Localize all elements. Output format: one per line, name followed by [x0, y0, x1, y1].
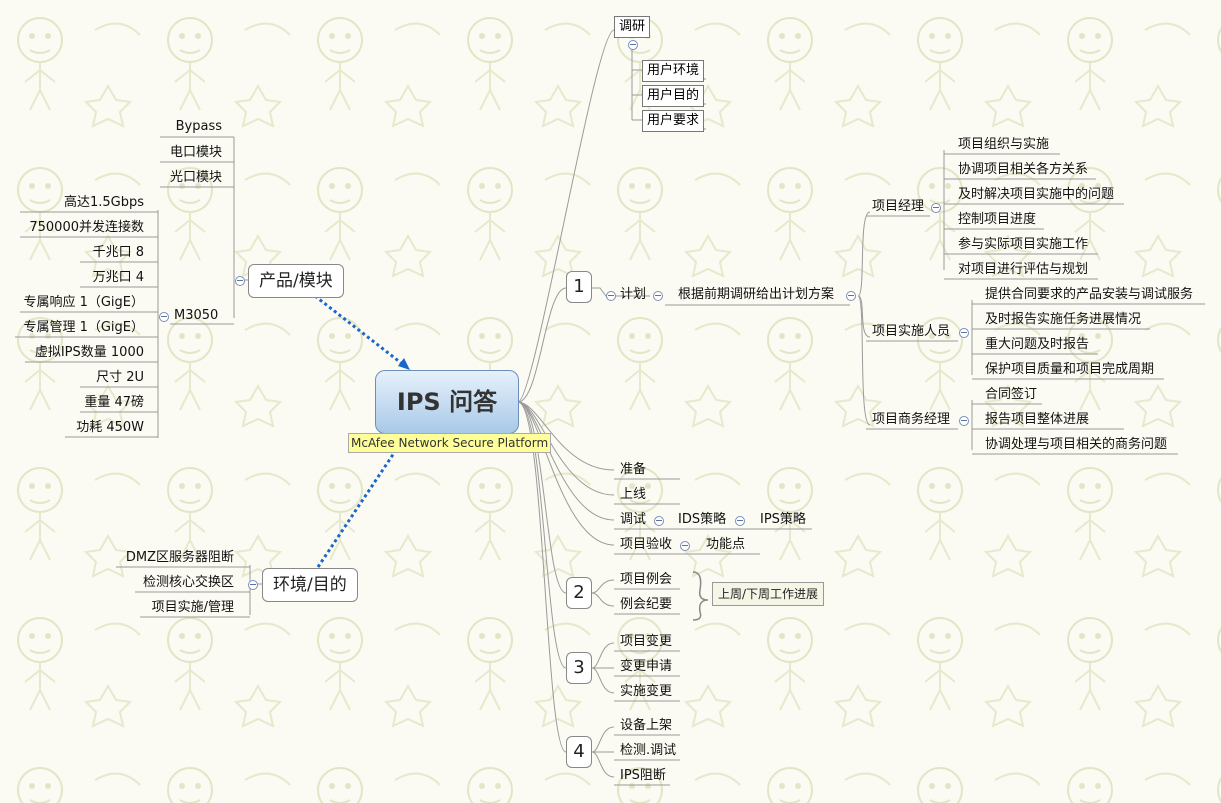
topic-product-module[interactable]: 产品/模块 — [248, 264, 344, 298]
pm-duty[interactable]: 及时解决项目实施中的问题 — [958, 187, 1115, 202]
central-topic-subtitle: McAfee Network Secure Platform — [348, 433, 552, 453]
spec-item[interactable]: 专属管理 1（GigE） — [23, 320, 144, 335]
stage-prepare[interactable]: 准备 — [620, 462, 647, 477]
spec-item[interactable]: 虚拟IPS数量 1000 — [34, 345, 144, 360]
spec-item[interactable]: 万兆口 4 — [92, 270, 144, 285]
spec-item[interactable]: 专属响应 1（GigE） — [23, 295, 144, 310]
phase-2[interactable]: 2 — [566, 577, 592, 609]
survey-item[interactable]: 用户要求 — [642, 110, 705, 132]
spec-item[interactable]: 高达1.5Gbps — [63, 195, 144, 210]
collapse-toggle-icon[interactable] — [959, 328, 969, 338]
collapse-toggle-icon[interactable] — [654, 516, 664, 526]
deploy-item[interactable]: IPS阻断 — [620, 768, 666, 783]
meeting-item[interactable]: 项目例会 — [620, 572, 673, 587]
pm-duty[interactable]: 参与实际项目实施工作 — [958, 237, 1089, 252]
spec-item[interactable]: 尺寸 2U — [96, 370, 144, 385]
collapse-toggle-icon[interactable] — [653, 291, 663, 301]
topic-environment-purpose[interactable]: 环境/目的 — [262, 568, 358, 602]
product-item[interactable]: 光口模块 — [169, 170, 222, 185]
acceptance-function-points[interactable]: 功能点 — [706, 537, 746, 552]
role-implementation-staff[interactable]: 项目实施人员 — [872, 324, 951, 339]
survey-item[interactable]: 用户目的 — [642, 85, 705, 107]
env-item[interactable]: DMZ区服务器阻断 — [125, 550, 234, 565]
phase-4[interactable]: 4 — [566, 736, 592, 768]
collapse-toggle-icon[interactable] — [735, 516, 745, 526]
pm-duty[interactable]: 项目组织与实施 — [958, 137, 1050, 152]
debug-ids-policy[interactable]: IDS策略 — [678, 512, 727, 527]
survey-item[interactable]: 用户环境 — [642, 60, 705, 82]
central-topic[interactable]: IPS 问答 — [375, 370, 519, 434]
model-m3050[interactable]: M3050 — [174, 308, 219, 323]
role-project-manager[interactable]: 项目经理 — [872, 199, 925, 214]
central-topic-title: IPS 问答 — [396, 388, 498, 416]
plan-scheme[interactable]: 根据前期调研给出计划方案 — [678, 287, 835, 302]
collapse-toggle-icon[interactable] — [959, 416, 969, 426]
deploy-item[interactable]: 设备上架 — [620, 718, 673, 733]
debug-ips-policy[interactable]: IPS策略 — [760, 512, 806, 527]
change-item[interactable]: 变更申请 — [620, 659, 673, 674]
biz-duty[interactable]: 协调处理与项目相关的商务问题 — [985, 437, 1168, 452]
staff-duty[interactable]: 提供合同要求的产品安装与调试服务 — [985, 287, 1194, 302]
plan-label[interactable]: 计划 — [620, 287, 647, 302]
collapse-toggle-icon[interactable] — [159, 312, 169, 322]
topic-survey[interactable]: 调研 — [614, 16, 651, 38]
collapse-toggle-icon[interactable] — [931, 203, 941, 213]
stage-online[interactable]: 上线 — [620, 487, 647, 502]
product-item[interactable]: 电口模块 — [169, 145, 222, 160]
meeting-note[interactable]: 上周/下周工作进展 — [712, 582, 825, 606]
collapse-toggle-icon[interactable] — [628, 40, 638, 50]
biz-duty[interactable]: 报告项目整体进展 — [985, 412, 1090, 427]
product-item[interactable]: Bypass — [175, 119, 222, 134]
spec-item[interactable]: 功耗 450W — [76, 420, 144, 435]
stage-debug[interactable]: 调试 — [620, 512, 647, 527]
deploy-item[interactable]: 检测.调试 — [620, 743, 677, 758]
pm-duty[interactable]: 对项目进行评估与规划 — [958, 262, 1089, 277]
collapse-toggle-icon[interactable] — [846, 291, 856, 301]
collapse-toggle-icon[interactable] — [606, 291, 616, 301]
biz-duty[interactable]: 合同签订 — [985, 387, 1038, 402]
staff-duty[interactable]: 重大问题及时报告 — [985, 337, 1090, 352]
env-item[interactable]: 项目实施/管理 — [151, 600, 234, 615]
collapse-toggle-icon[interactable] — [235, 276, 245, 286]
env-item[interactable]: 检测核心交换区 — [142, 575, 234, 590]
spec-item[interactable]: 千兆口 8 — [92, 245, 144, 260]
collapse-toggle-icon[interactable] — [248, 580, 258, 590]
pm-duty[interactable]: 控制项目进度 — [958, 212, 1037, 227]
change-item[interactable]: 项目变更 — [620, 634, 673, 649]
role-business-manager[interactable]: 项目商务经理 — [872, 412, 951, 427]
staff-duty[interactable]: 保护项目质量和项目完成周期 — [985, 362, 1155, 377]
change-item[interactable]: 实施变更 — [620, 684, 673, 699]
spec-item[interactable]: 750000并发连接数 — [29, 220, 144, 235]
spec-item[interactable]: 重量 47磅 — [84, 395, 144, 410]
collapse-toggle-icon[interactable] — [680, 541, 690, 551]
staff-duty[interactable]: 及时报告实施任务进展情况 — [985, 312, 1142, 327]
stage-acceptance[interactable]: 项目验收 — [620, 537, 673, 552]
meeting-item[interactable]: 例会纪要 — [620, 597, 673, 612]
phase-3[interactable]: 3 — [566, 652, 592, 684]
phase-1[interactable]: 1 — [566, 271, 592, 303]
pm-duty[interactable]: 协调项目相关各方关系 — [958, 162, 1089, 177]
